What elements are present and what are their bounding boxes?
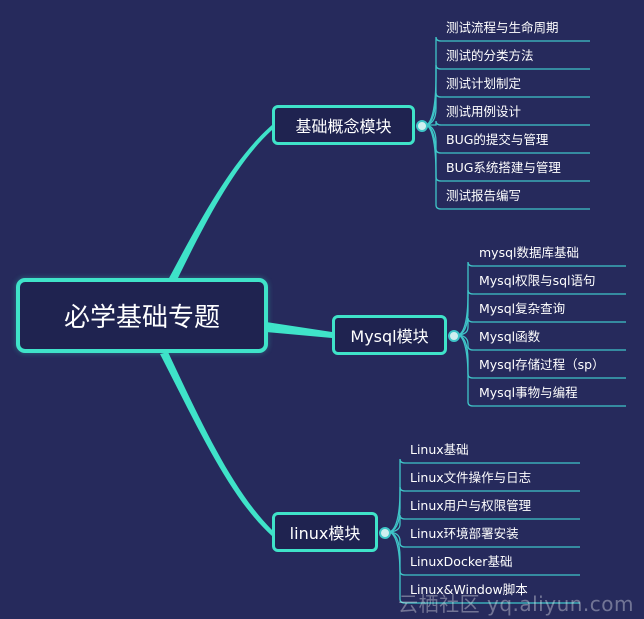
leaf-connector <box>387 458 580 533</box>
leaf-item[interactable]: 测试计划制定 <box>446 76 522 91</box>
branch-mysql[interactable]: Mysql模块 <box>332 315 447 355</box>
leaf-connector <box>456 317 626 336</box>
leaf-connector <box>424 64 590 126</box>
connector-root-b2 <box>160 352 272 536</box>
leaf-item[interactable]: BUG的提交与管理 <box>446 132 549 147</box>
leaf-item[interactable]: mysql数据库基础 <box>479 245 579 260</box>
leaf-connector <box>387 514 580 533</box>
leaf-connector <box>424 36 590 126</box>
leaf-item[interactable]: Linux用户与权限管理 <box>410 498 532 513</box>
leaf-item[interactable]: BUG系统搭建与管理 <box>446 160 561 175</box>
leaf-connector <box>387 531 580 604</box>
leaf-item[interactable]: 测试流程与生命周期 <box>446 20 559 35</box>
leaf-connector <box>456 334 626 407</box>
leaf-connector <box>456 334 626 351</box>
branch-linux[interactable]: linux模块 <box>272 512 378 552</box>
collapse-toggle-icon[interactable] <box>448 330 460 342</box>
connector-root-b1 <box>266 322 332 338</box>
root-node[interactable]: 必学基础专题 <box>16 278 268 353</box>
leaf-item[interactable]: Linux环境部署安装 <box>410 526 519 541</box>
leaf-item[interactable]: Mysql函数 <box>479 329 541 344</box>
leaf-item[interactable]: LinuxDocker基础 <box>410 554 513 569</box>
leaf-item[interactable]: Mysql事物与编程 <box>479 385 578 400</box>
root-label: 必学基础专题 <box>63 303 220 333</box>
leaf-item[interactable]: Linux基础 <box>410 442 469 457</box>
leaf-connector <box>456 261 626 336</box>
leaf-connector <box>387 531 580 548</box>
branch-basic-concepts[interactable]: 基础概念模块 <box>272 105 415 145</box>
connector-root-b0 <box>168 125 272 282</box>
leaf-item[interactable]: 测试的分类方法 <box>446 48 534 63</box>
leaf-connector <box>387 486 580 533</box>
watermark-text: 云栖社区 yq.aliyun.com <box>398 592 634 616</box>
leaf-item[interactable]: 测试用例设计 <box>446 104 522 119</box>
leaf-item[interactable]: Mysql存储过程（sp） <box>479 357 605 372</box>
leaf-connector <box>424 124 590 210</box>
leaf-item[interactable]: 测试报告编写 <box>446 188 522 203</box>
collapse-toggle-icon[interactable] <box>379 527 391 539</box>
branch-label: 基础概念模块 <box>295 117 392 136</box>
collapse-toggle-icon[interactable] <box>416 120 428 132</box>
leaf-connector <box>456 289 626 336</box>
leaf-item[interactable]: Linux&Window脚本 <box>410 582 528 597</box>
leaf-connector <box>424 92 590 126</box>
leaf-item[interactable]: Linux文件操作与日志 <box>410 470 532 485</box>
leaf-item[interactable]: Mysql权限与sql语句 <box>479 273 596 288</box>
leaf-connector <box>424 120 590 126</box>
leaf-item[interactable]: Mysql复杂查询 <box>479 301 566 316</box>
branch-label: linux模块 <box>289 524 361 543</box>
branch-label: Mysql模块 <box>350 327 429 346</box>
